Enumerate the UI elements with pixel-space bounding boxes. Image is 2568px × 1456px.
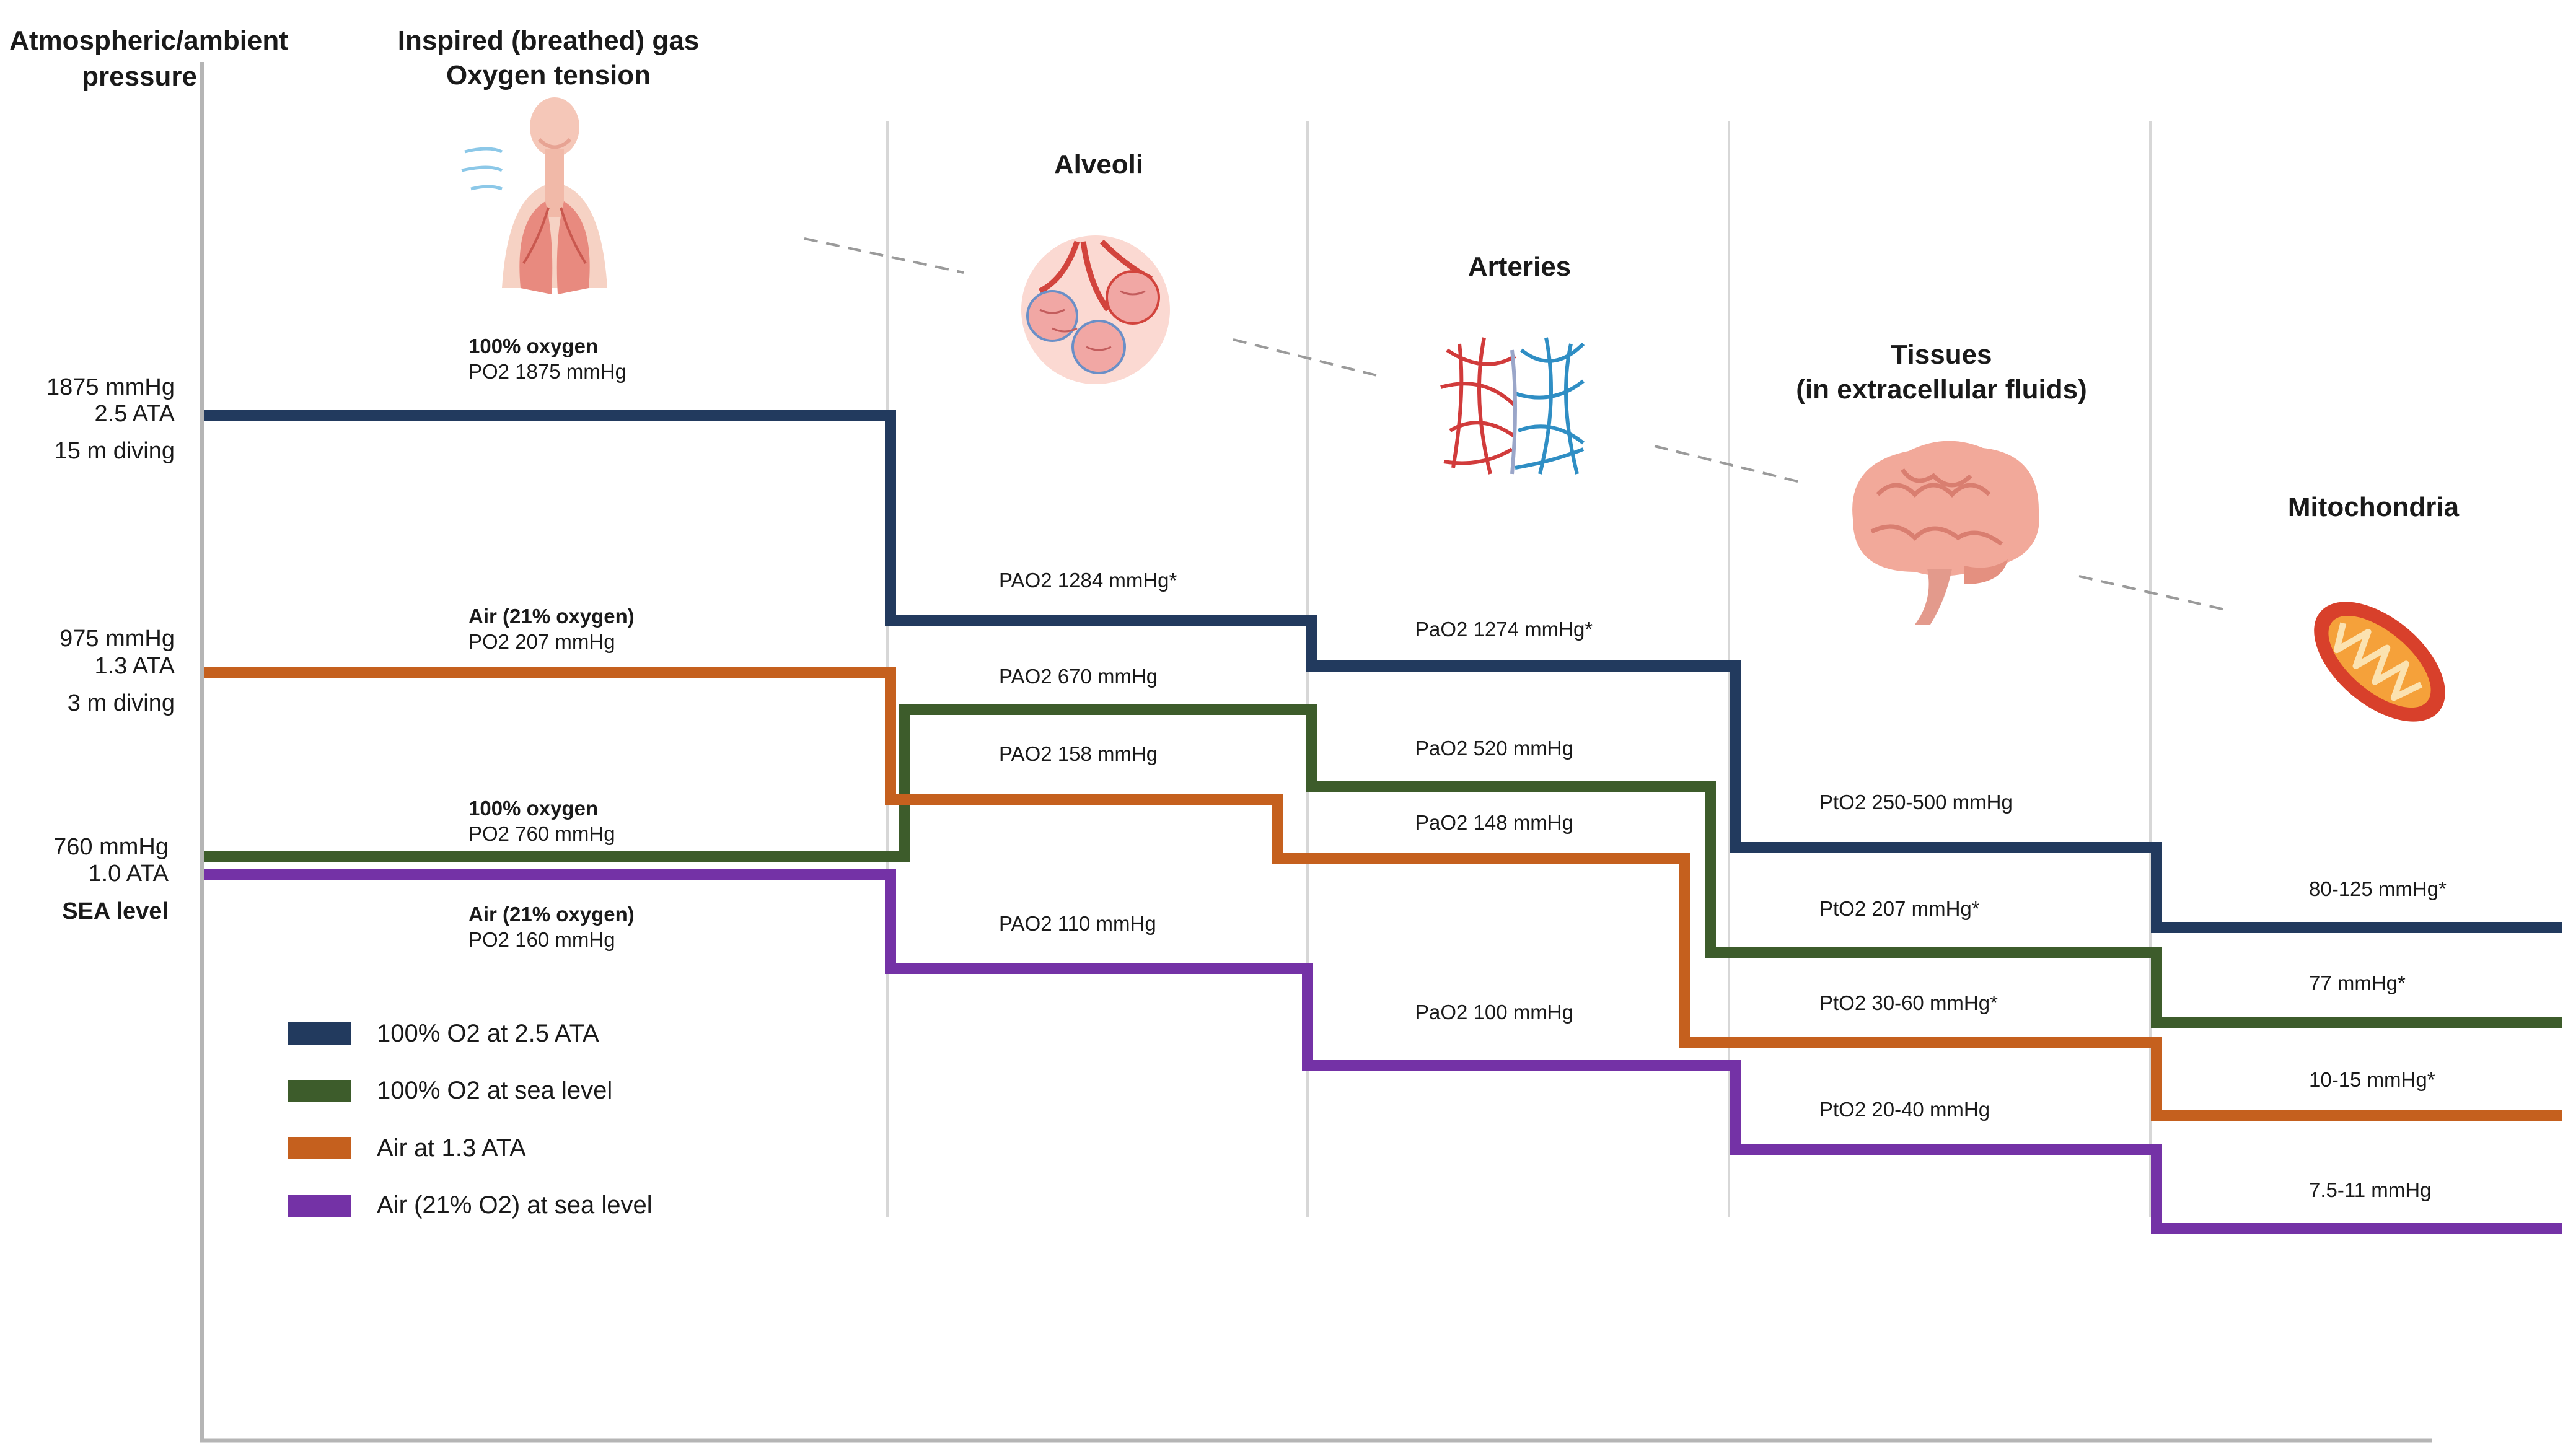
- alveoli-o2-2-5: PAO2 1284 mmHg*: [999, 569, 1177, 592]
- inspired-o2-sea-value: PO2 760 mmHg: [468, 822, 615, 845]
- inspired-air-sea-value: PO2 160 mmHg: [468, 928, 615, 951]
- pressure-sea-level: SEA level: [62, 898, 169, 924]
- header-alveoli: Alveoli: [1054, 149, 1143, 180]
- inspired-air-sea-title: Air (21% oxygen): [468, 903, 635, 926]
- legend-swatch-o2-2-5: [288, 1022, 351, 1045]
- column-headers: Atmospheric/ambient pressure Inspired (b…: [9, 25, 2460, 522]
- alveoli-icon: [1021, 235, 1170, 384]
- axis: [200, 62, 2432, 1443]
- arteries-air-sea: PaO2 100 mmHg: [1415, 1001, 1573, 1024]
- stage-connectors: [804, 237, 2228, 612]
- alveoli-air-sea: PAO2 110 mmHg: [999, 912, 1156, 935]
- inspired-labels: 100% oxygen PO2 1875 mmHg Air (21% oxyge…: [468, 335, 635, 951]
- pressure-760-mmhg: 760 mmHg: [53, 834, 169, 860]
- step-line-air-1-3-ata: [204, 667, 2562, 1121]
- connector-alveoli-arteries: [1233, 338, 1383, 378]
- pressure-labels: 1875 mmHg 2.5 ATA 15 m diving 975 mmHg 1…: [46, 374, 175, 924]
- alveoli-air-1-3: PAO2 158 mmHg: [999, 742, 1158, 765]
- inspired-o2-2-5-value: PO2 1875 mmHg: [468, 360, 627, 383]
- legend-swatch-o2-sea: [288, 1080, 351, 1102]
- tissues-o2-2-5: PtO2 250-500 mmHg: [1819, 791, 2013, 814]
- pressure-975-mmhg: 975 mmHg: [59, 626, 175, 652]
- pressure-15m-diving: 15 m diving: [55, 438, 175, 464]
- pressure-1-0-ata: 1.0 ATA: [88, 861, 169, 887]
- arteries-air-1-3: PaO2 148 mmHg: [1415, 811, 1573, 834]
- inspired-air-1-3-value: PO2 207 mmHg: [468, 630, 615, 653]
- mitochondria-icon: [2314, 602, 2445, 722]
- header-pressure-line1: Atmospheric/ambient: [9, 25, 288, 56]
- step-line-o2-2-5-ata: [204, 410, 2562, 933]
- pressure-1875-mmhg: 1875 mmHg: [46, 374, 175, 400]
- step-lines: [204, 410, 2562, 1234]
- stage-value-labels: PAO2 1284 mmHg* PAO2 670 mmHg PAO2 158 m…: [999, 569, 2447, 1201]
- inspired-o2-sea-title: 100% oxygen: [468, 797, 598, 820]
- header-mitochondria: Mitochondria: [2288, 492, 2460, 522]
- pressure-2-5-ata: 2.5 ATA: [94, 401, 175, 427]
- connector-arteries-tissues: [1654, 445, 1801, 483]
- header-inspired-line1: Inspired (breathed) gas: [398, 25, 700, 56]
- step-line-o2-sea-level: [204, 704, 2562, 1028]
- header-arteries: Arteries: [1468, 252, 1571, 282]
- mitochondria-air-1-3: 10-15 mmHg*: [2309, 1068, 2435, 1091]
- legend-label-o2-sea: 100% O2 at sea level: [377, 1077, 612, 1104]
- legend-swatch-air-1-3: [288, 1137, 351, 1159]
- mitochondria-o2-sea: 77 mmHg*: [2309, 971, 2406, 994]
- header-inspired-line2: Oxygen tension: [446, 60, 651, 90]
- legend-label-o2-2-5: 100% O2 at 2.5 ATA: [377, 1020, 599, 1047]
- arteries-icon: [1440, 337, 1585, 475]
- step-line-air-sea-level: [204, 869, 2562, 1234]
- tissues-air-sea: PtO2 20-40 mmHg: [1819, 1098, 1990, 1121]
- legend-swatch-air-sea: [288, 1195, 351, 1217]
- header-tissues-line2: (in extracellular fluids): [1796, 374, 2086, 405]
- brain-icon: [1852, 441, 2039, 625]
- mitochondria-air-sea: 7.5-11 mmHg: [2309, 1178, 2431, 1201]
- tissues-o2-sea: PtO2 207 mmHg*: [1819, 897, 1980, 920]
- legend: 100% O2 at 2.5 ATA 100% O2 at sea level …: [288, 1020, 653, 1219]
- header-tissues-line1: Tissues: [1891, 340, 1992, 370]
- mitochondria-o2-2-5: 80-125 mmHg*: [2309, 877, 2447, 900]
- alveoli-o2-sea: PAO2 670 mmHg: [999, 665, 1158, 688]
- header-pressure-line2: pressure: [82, 61, 197, 92]
- arteries-o2-2-5: PaO2 1274 mmHg*: [1415, 618, 1593, 641]
- arteries-o2-sea: PaO2 520 mmHg: [1415, 737, 1573, 760]
- connector-lungs-alveoli: [804, 237, 964, 274]
- lungs-icon: [461, 97, 607, 294]
- tissues-air-1-3: PtO2 30-60 mmHg*: [1819, 991, 1998, 1014]
- legend-label-air-1-3: Air at 1.3 ATA: [377, 1134, 526, 1162]
- inspired-air-1-3-title: Air (21% oxygen): [468, 605, 635, 628]
- connector-tissues-mitochondria: [2078, 575, 2228, 612]
- inspired-o2-2-5-title: 100% oxygen: [468, 335, 598, 357]
- legend-label-air-sea: Air (21% O2) at sea level: [377, 1191, 653, 1219]
- pressure-1-3-ata: 1.3 ATA: [94, 653, 175, 679]
- pressure-3m-diving: 3 m diving: [68, 690, 175, 716]
